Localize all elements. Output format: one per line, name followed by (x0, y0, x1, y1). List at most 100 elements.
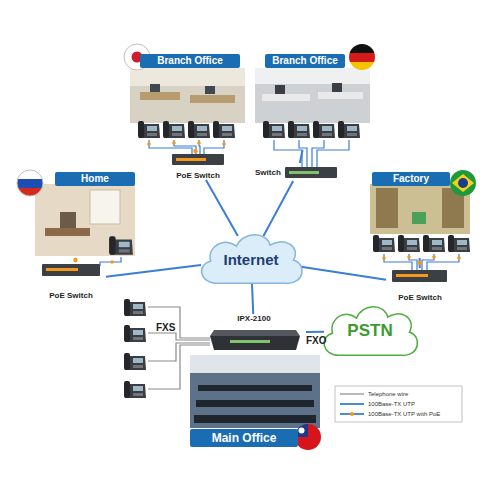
network-link (252, 282, 253, 314)
ip-phone (373, 235, 395, 252)
site-title: Branch Office (265, 54, 345, 68)
poe-dots (147, 141, 226, 146)
main-office-ceiling (190, 355, 320, 373)
network-link (300, 150, 303, 163)
legend-text: 100Base-TX UTP (368, 400, 415, 408)
flag-stripe (349, 62, 375, 71)
poe-dot (147, 142, 151, 146)
switch-device (172, 154, 224, 165)
office-monitor (275, 85, 285, 94)
flag-stripe (349, 44, 375, 53)
office-monitor (332, 83, 342, 92)
port-label: FXS (156, 322, 175, 333)
network-link (206, 180, 238, 236)
office-desk (262, 94, 310, 101)
poe-dots (382, 255, 461, 260)
utp-wire (312, 140, 324, 167)
ip-phone (163, 121, 185, 138)
network-cloud: Internet (195, 230, 307, 288)
analog-phone (124, 325, 146, 342)
ip-phone (138, 121, 160, 138)
switch-device (285, 167, 337, 178)
poe-dot (432, 255, 436, 259)
flag-stripe (349, 53, 375, 62)
analog-phone (124, 353, 146, 370)
poe-wire (204, 140, 224, 154)
poe-wire (100, 257, 121, 266)
office-ceiling (255, 68, 370, 84)
switch-device (42, 264, 100, 276)
ipx-leds (230, 340, 270, 343)
utp-wire (299, 140, 307, 167)
network-link (74, 258, 77, 262)
taiwan-flag (295, 424, 321, 450)
device-label: PoE Switch (386, 293, 454, 302)
poe-dot (193, 149, 197, 153)
ipx-device (210, 336, 300, 350)
network-name: PSTN (318, 321, 422, 341)
flag-globe (458, 178, 468, 188)
home-window (90, 190, 120, 224)
site-panel: Home (35, 172, 135, 258)
network-link (263, 181, 293, 236)
ip-phone (423, 235, 445, 252)
flag-sun (299, 428, 305, 434)
monitor-row (194, 415, 316, 423)
poe-dot (457, 256, 461, 260)
flag-rim (17, 170, 43, 196)
legend-text: 100Base-TX UTP with PoE (368, 410, 440, 418)
site-panel: Factory (368, 172, 470, 258)
poe-wires (149, 140, 224, 154)
site-title: Home (55, 172, 135, 186)
switch-leds (46, 268, 78, 271)
office-desk (140, 92, 180, 100)
network-link (306, 331, 324, 333)
flag-stripe (17, 170, 43, 179)
flag-stripe (17, 179, 43, 188)
analog-phone (124, 381, 146, 398)
network-cloud: PSTN (318, 302, 422, 360)
legend-line (340, 403, 364, 405)
ipx-device-top (210, 330, 300, 336)
device-box: PoE Switch (165, 152, 231, 180)
home-chair (60, 212, 76, 228)
poe-dot (172, 141, 176, 145)
utp-wire (274, 140, 302, 167)
legend-sample (340, 412, 364, 416)
office-desk (318, 92, 363, 99)
germany-flag (349, 44, 375, 71)
poe-dot (73, 258, 77, 262)
legend-dot (350, 412, 354, 416)
legend-sample (340, 404, 364, 405)
network-name: Internet (195, 251, 307, 268)
ip-phone (213, 121, 235, 138)
network-link (301, 267, 386, 280)
site-panel: Main Office (188, 355, 320, 447)
site-title: Factory (372, 172, 450, 186)
ip-phone (398, 235, 420, 252)
legend-text: Telephone wire (368, 390, 408, 398)
analog-phone (124, 299, 146, 316)
flag-field (450, 170, 476, 196)
port-label: FXO (306, 335, 327, 346)
site-panel: Branch Office (255, 54, 370, 150)
telephone-wire (148, 333, 210, 340)
poe-wires (384, 254, 459, 270)
poe-wire (384, 254, 412, 270)
ip-phone (448, 235, 470, 252)
poe-wire (174, 140, 196, 154)
device-box: PoE Switch (36, 262, 106, 300)
device-label: IPX-2100 (202, 314, 306, 323)
switch-leds (176, 158, 206, 161)
device-label: Switch (255, 168, 281, 177)
factory-shelf (376, 188, 398, 228)
office-desk (190, 95, 235, 103)
russia-flag (17, 170, 43, 197)
poe-wire (149, 140, 192, 154)
monitor-row (198, 385, 312, 391)
ip-phone (288, 121, 310, 138)
ip-phone (313, 121, 335, 138)
flag-diamond (452, 174, 474, 192)
